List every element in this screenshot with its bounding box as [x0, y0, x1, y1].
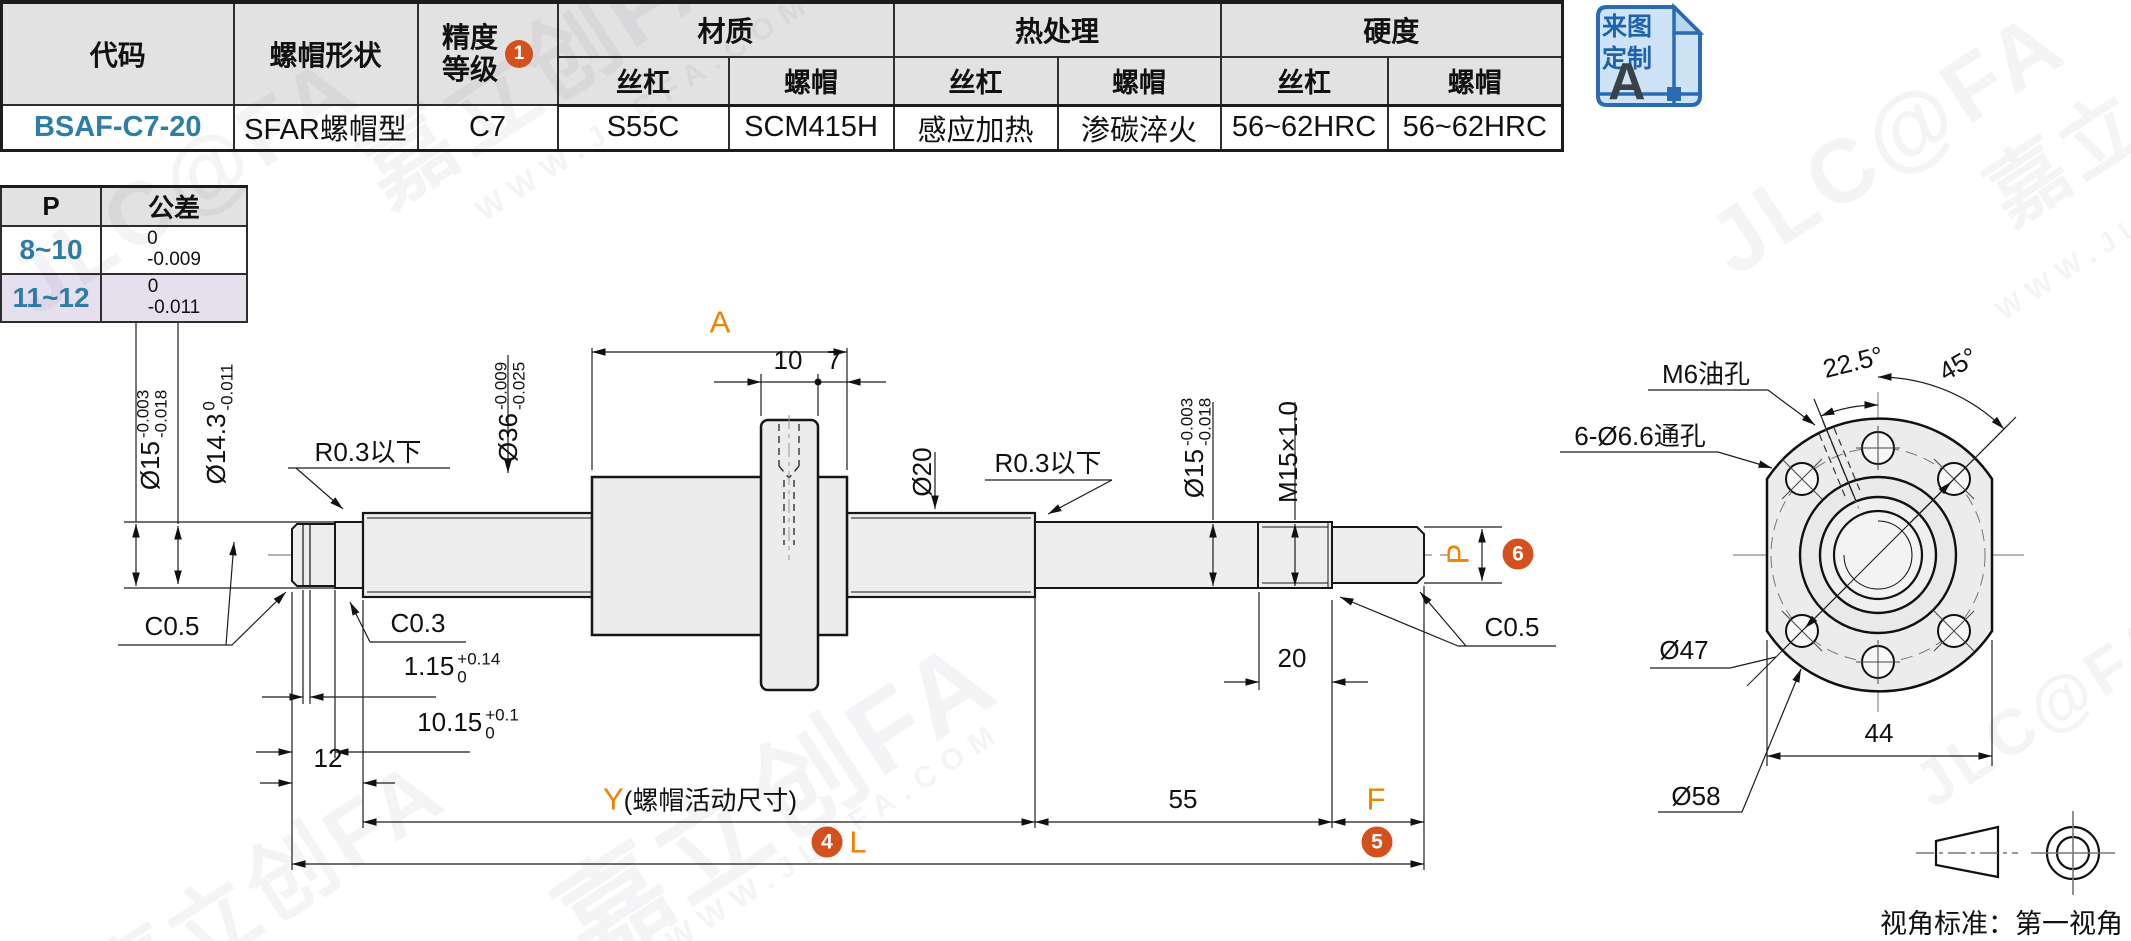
- tol-upper-2: 0: [147, 276, 159, 298]
- dim-d58: Ø58: [1671, 781, 1721, 811]
- custom-drawing-badge[interactable]: 来图 定制 A: [1586, 0, 1708, 112]
- dim-through-holes: 6-Ø6.6通孔: [1574, 421, 1706, 451]
- side-view: [268, 418, 1455, 692]
- subheader-hardness-screw: 丝杠: [1219, 56, 1389, 107]
- dim-l: L: [849, 824, 867, 860]
- tol-lower-2: -0.011: [147, 297, 201, 318]
- dim-55: 55: [1168, 784, 1198, 814]
- subheader-material-screw: 丝杠: [556, 56, 730, 107]
- dim-d15-right: Ø15-0.003-0.018: [1177, 397, 1214, 499]
- subheader-material-nut: 螺帽: [727, 56, 895, 107]
- dim-d36: Ø36-0.009-0.025: [491, 361, 528, 463]
- dim-7: 7: [826, 345, 842, 375]
- dim-p: P: [1440, 543, 1476, 565]
- dim-c03: C0.3: [390, 608, 446, 638]
- cell-code[interactable]: BSAF-C7-20: [0, 104, 235, 151]
- dim-10: 10: [773, 345, 803, 375]
- dim-20: 20: [1277, 643, 1307, 673]
- cell-heat-nut: 渗碳淬火: [1056, 104, 1222, 151]
- tol-upper-1: 0: [147, 228, 158, 250]
- p-range-2: 11~12: [0, 273, 102, 323]
- p-tolerance-table: P 公差 8~10 0-0.009 11~12 0-0.011: [0, 185, 248, 323]
- note-badge-5: 5: [1361, 826, 1393, 858]
- dim-f: F: [1366, 781, 1386, 817]
- dim-r03-left: R0.3以下: [314, 437, 422, 467]
- cell-hardness-nut: 56~62HRC: [1386, 104, 1564, 151]
- tol-lower-1: -0.009: [147, 249, 201, 270]
- badge-text-line2: 定制: [1602, 45, 1653, 73]
- dim-d15-left: Ø15-0.003-0.018: [133, 389, 170, 491]
- end-view: [1560, 373, 2024, 813]
- document-icon: [1596, 2, 1705, 107]
- note-badge-4: 4: [811, 826, 843, 858]
- col-header-hardness: 硬度: [1219, 1, 1564, 58]
- dimension-lines: [118, 300, 1556, 870]
- note-badge-1: 1: [505, 40, 533, 68]
- oil-hole-hidden-lines: [778, 415, 800, 560]
- cell-material-nut: SCM415H: [727, 104, 895, 151]
- subheader-heat-nut: 螺帽: [1056, 56, 1222, 107]
- col-header-nut-shape: 螺帽形状: [232, 1, 419, 106]
- p-row-2: 11~12 0-0.011: [0, 273, 248, 323]
- cell-hardness-screw: 56~62HRC: [1219, 104, 1389, 151]
- badge-letter: A: [1608, 53, 1646, 111]
- col-header-code: 代码: [0, 1, 235, 106]
- col-header-material: 材质: [556, 1, 895, 58]
- note-badge-6: 6: [1502, 538, 1534, 570]
- precision-line1: 精度: [441, 21, 498, 53]
- precision-line2: 等级: [441, 54, 498, 85]
- dim-d20: Ø20: [907, 447, 937, 497]
- subheader-hardness-nut: 螺帽: [1386, 56, 1564, 107]
- badge-text-line1: 来图: [1602, 13, 1653, 41]
- dim-a: A: [709, 304, 731, 340]
- dim-r03-right: R0.3以下: [994, 448, 1102, 478]
- dim-d47: Ø47: [1659, 635, 1709, 665]
- col-header-heat-treatment: 热处理: [892, 1, 1222, 58]
- p-col-header: P: [0, 185, 102, 227]
- dim-c05-right: C0.5: [1484, 612, 1540, 642]
- dim-c05-left: C0.5: [144, 611, 200, 641]
- cell-heat-screw: 感应加热: [892, 104, 1059, 151]
- dim-12: 12: [313, 743, 343, 773]
- view-standard-note: 视角标准：第一视角: [1880, 909, 2123, 939]
- p-row-1: 8~10 0-0.009: [0, 225, 248, 275]
- col-header-precision: 精度 等级 1: [416, 1, 559, 106]
- tol-col-header: 公差: [100, 185, 248, 227]
- cell-precision: C7: [416, 104, 559, 151]
- first-angle-projection-icon: [1916, 811, 2115, 895]
- cell-material-screw: S55C: [556, 104, 730, 151]
- spec-row: BSAF-C7-20 SFAR螺帽型 C7 S55C SCM415H 感应加热 …: [0, 104, 1564, 151]
- dim-m6-oil-hole: M6油孔: [1661, 359, 1751, 389]
- dim-m15: M15×1.0: [1273, 401, 1303, 503]
- p-range-1: 8~10: [0, 225, 102, 275]
- spec-table: 代码 螺帽形状 精度 等级 1 材质 热处理 硬度 丝杠 螺帽 丝杠 螺帽 丝杠…: [0, 0, 1564, 152]
- dim-y: Y(螺帽活动尺寸): [602, 781, 798, 817]
- dim-44: 44: [1864, 718, 1894, 748]
- cell-nut-shape: SFAR螺帽型: [232, 104, 419, 151]
- subheader-heat-screw: 丝杠: [892, 56, 1059, 107]
